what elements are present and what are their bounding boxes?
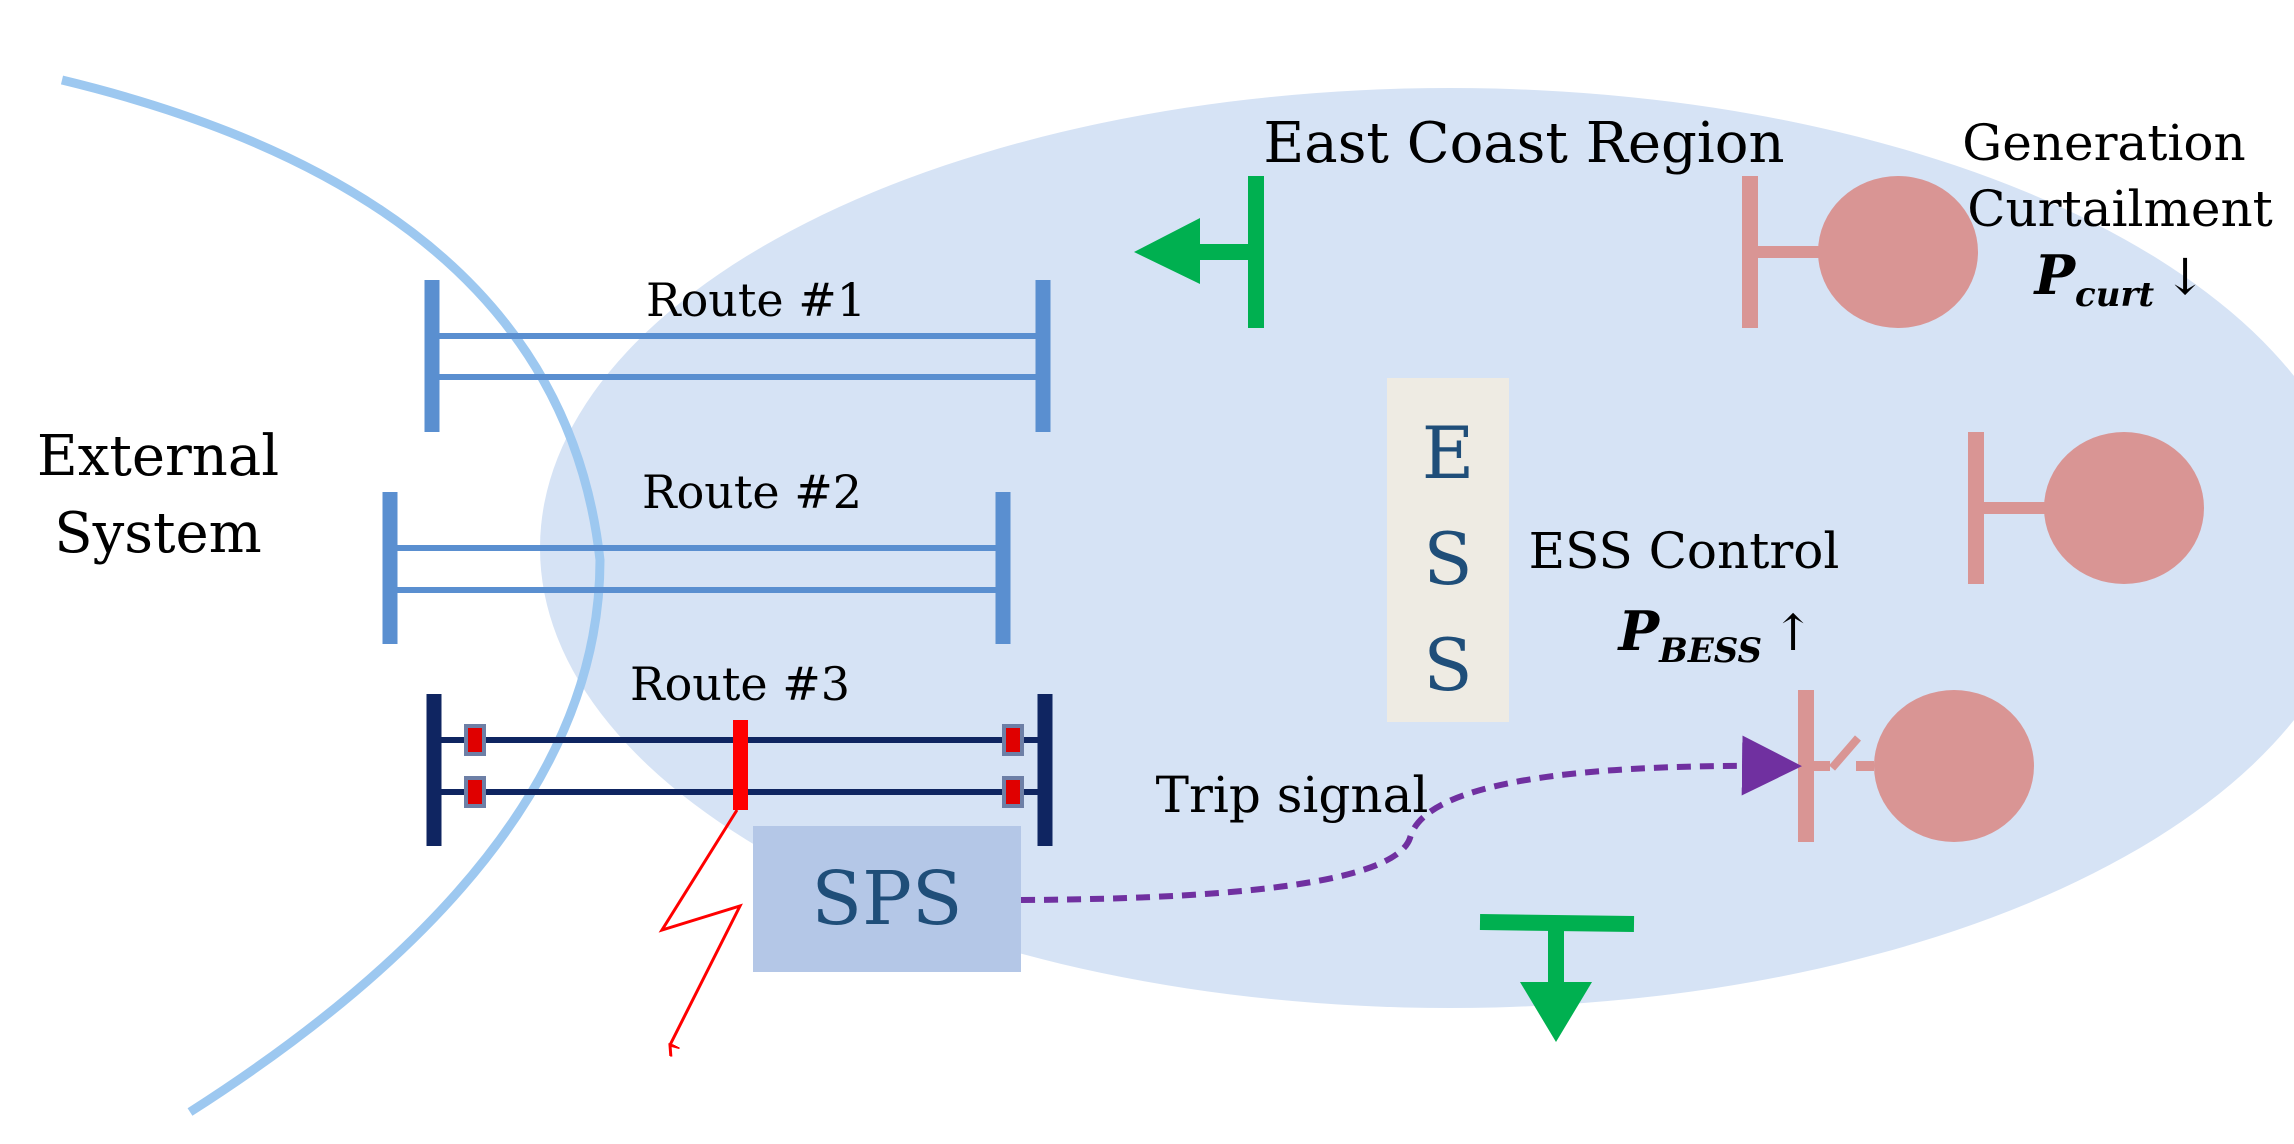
external-system-label-line1: External [37,424,279,489]
route-1-label: Route #1 [646,273,866,327]
route-3 [426,694,1053,846]
route-3-breaker-left-lower [464,776,486,808]
external-system-boundary [60,75,605,1116]
route-3-fault-marker [733,720,748,810]
p-bess-label: PBESS↑ [1616,599,1814,671]
p-curt-symbol: P [2032,243,2076,307]
route-1 [424,280,1051,432]
trip-signal-path [1020,735,1802,903]
p-curt-down-arrow: ↓ [2164,248,2206,306]
load-arrow-down-icon [1479,914,1635,1042]
p-bess-symbol: P [1616,599,1660,663]
p-bess-subscript: BESS [1658,631,1762,671]
external-system-label-line2: System [54,501,261,566]
generator-1-icon [1742,176,1978,328]
sps-box [753,826,1021,972]
generator-3-icon [1798,690,2034,842]
p-curt-label: Pcurt↓ [2032,243,2206,315]
ess-letter-e: E [1422,411,1475,495]
route-3-breaker-right-lower [1002,776,1024,808]
trip-signal-label: Trip signal [1156,766,1429,824]
route-2-label: Route #2 [642,465,862,519]
route-3-breaker-right-upper [1002,724,1024,756]
generation-label-line1: Generation [1962,114,2245,172]
ess-control-label: ESS Control [1529,522,1840,580]
route-2 [382,492,1011,644]
generation-label-line2: Curtailment [1967,180,2273,238]
load-arrow-left-icon [1134,176,1264,328]
ess-box [1387,378,1509,722]
p-curt-subscript: curt [2075,275,2154,315]
p-bess-up-arrow: ↑ [1772,604,1814,662]
generator-2-icon [1968,432,2204,584]
ess-letter-s2: S [1423,623,1472,707]
fault-lightning-icon [658,809,743,1045]
region-title: East Coast Region [1263,111,1784,176]
sps-label: SPS [811,856,962,942]
route-3-label: Route #3 [630,657,850,711]
route-3-breaker-left-upper [464,724,486,756]
ess-letter-s1: S [1423,517,1472,601]
